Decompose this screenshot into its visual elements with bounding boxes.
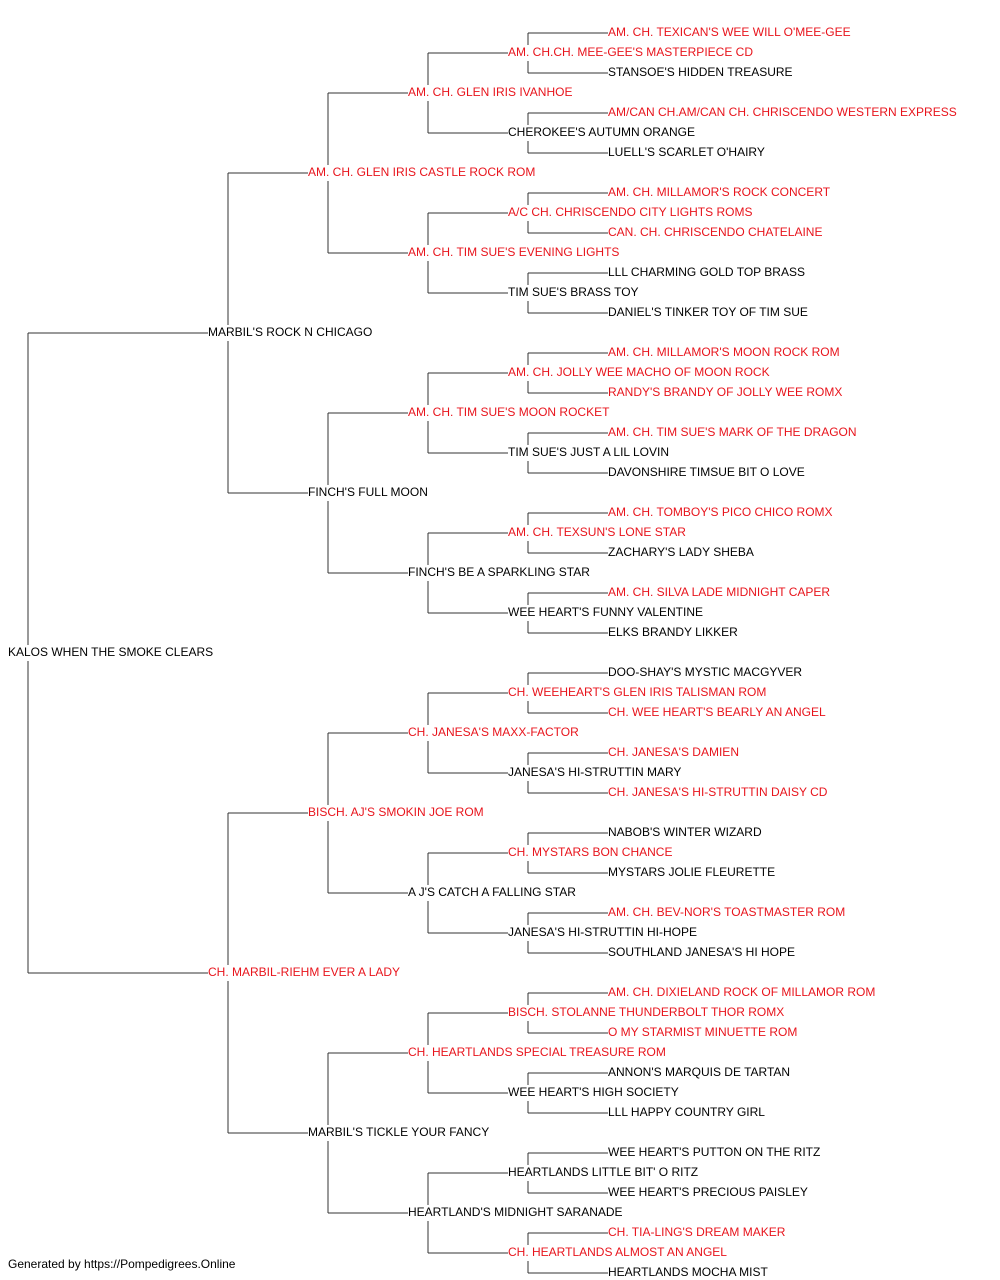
ancestor-name: AM. CH. SILVA LADE MIDNIGHT CAPER: [608, 585, 830, 599]
ancestor-name: WEE HEART'S HIGH SOCIETY: [508, 1085, 679, 1099]
ancestor-name: LLL HAPPY COUNTRY GIRL: [608, 1105, 765, 1119]
ancestor-name: BISCH. AJ'S SMOKIN JOE ROM: [308, 805, 484, 819]
ancestor-name: DANIEL'S TINKER TOY OF TIM SUE: [608, 305, 808, 319]
ancestor-name: JANESA'S HI-STRUTTIN MARY: [508, 765, 681, 779]
ancestor-name: AM. CH. DIXIELAND ROCK OF MILLAMOR ROM: [608, 985, 875, 999]
ancestor-name: CAN. CH. CHRISCENDO CHATELAINE: [608, 225, 822, 239]
ancestor-name: AM. CH. TEXSUN'S LONE STAR: [508, 525, 686, 539]
ancestor-name: MARBIL'S TICKLE YOUR FANCY: [308, 1125, 489, 1139]
ancestor-name: HEARTLANDS LITTLE BIT' O RITZ: [508, 1165, 698, 1179]
ancestor-name: CH. TIA-LING'S DREAM MAKER: [608, 1225, 786, 1239]
ancestor-name: ANNON'S MARQUIS DE TARTAN: [608, 1065, 790, 1079]
ancestor-name: CH. JANESA'S DAMIEN: [608, 745, 739, 759]
ancestor-name: WEE HEART'S PUTTON ON THE RITZ: [608, 1145, 820, 1159]
ancestor-name: AM. CH.CH. MEE-GEE'S MASTERPIECE CD: [508, 45, 753, 59]
ancestor-name: TIM SUE'S JUST A LIL LOVIN: [508, 445, 669, 459]
ancestor-name: DAVONSHIRE TIMSUE BIT O LOVE: [608, 465, 805, 479]
ancestor-name: LUELL'S SCARLET O'HAIRY: [608, 145, 765, 159]
ancestor-name: AM/CAN CH.AM/CAN CH. CHRISCENDO WESTERN …: [608, 105, 957, 119]
ancestor-name: AM. CH. TIM SUE'S EVENING LIGHTS: [408, 245, 619, 259]
ancestor-name: AM. CH. TEXICAN'S WEE WILL O'MEE-GEE: [608, 25, 851, 39]
ancestor-name: A J'S CATCH A FALLING STAR: [408, 885, 576, 899]
ancestor-name: CH. WEEHEART'S GLEN IRIS TALISMAN ROM: [508, 685, 766, 699]
ancestor-name: AM. CH. TIM SUE'S MOON ROCKET: [408, 405, 610, 419]
ancestor-name: AM. CH. TOMBOY'S PICO CHICO ROMX: [608, 505, 833, 519]
ancestor-name: CH. HEARTLANDS SPECIAL TREASURE ROM: [408, 1045, 666, 1059]
ancestor-name: BISCH. STOLANNE THUNDERBOLT THOR ROMX: [508, 1005, 784, 1019]
ancestor-name: SOUTHLAND JANESA'S HI HOPE: [608, 945, 795, 959]
ancestor-name: CH. JANESA'S HI-STRUTTIN DAISY CD: [608, 785, 828, 799]
ancestor-name: MYSTARS JOLIE FLEURETTE: [608, 865, 775, 879]
ancestor-name: AM. CH. TIM SUE'S MARK OF THE DRAGON: [608, 425, 857, 439]
ancestor-name: CH. MARBIL-RIEHM EVER A LADY: [208, 965, 400, 979]
ancestor-name: NABOB'S WINTER WIZARD: [608, 825, 762, 839]
ancestor-name: FINCH'S BE A SPARKLING STAR: [408, 565, 590, 579]
ancestor-name: HEARTLAND'S MIDNIGHT SARANADE: [408, 1205, 623, 1219]
ancestor-name: CH. WEE HEART'S BEARLY AN ANGEL: [608, 705, 826, 719]
generated-by-footer: Generated by https://Pompedigrees.Online: [8, 1257, 236, 1271]
ancestor-name: RANDY'S BRANDY OF JOLLY WEE ROMX: [608, 385, 842, 399]
ancestor-name: A/C CH. CHRISCENDO CITY LIGHTS ROMS: [508, 205, 752, 219]
ancestor-name: TIM SUE'S BRASS TOY: [508, 285, 639, 299]
ancestor-name: HEARTLANDS MOCHA MIST: [608, 1265, 768, 1279]
ancestor-name: DOO-SHAY'S MYSTIC MACGYVER: [608, 665, 802, 679]
ancestor-name: CHEROKEE'S AUTUMN ORANGE: [508, 125, 695, 139]
ancestor-name: JANESA'S HI-STRUTTIN HI-HOPE: [508, 925, 697, 939]
ancestor-name: AM. CH. GLEN IRIS IVANHOE: [408, 85, 572, 99]
ancestor-name: WEE HEART'S PRECIOUS PAISLEY: [608, 1185, 808, 1199]
ancestor-name: ZACHARY'S LADY SHEBA: [608, 545, 754, 559]
ancestor-name: CH. MYSTARS BON CHANCE: [508, 845, 672, 859]
ancestor-name: WEE HEART'S FUNNY VALENTINE: [508, 605, 703, 619]
ancestor-name: STANSOE'S HIDDEN TREASURE: [608, 65, 793, 79]
ancestor-name: FINCH'S FULL MOON: [308, 485, 428, 499]
ancestor-name: O MY STARMIST MINUETTE ROM: [608, 1025, 797, 1039]
subject-name: KALOS WHEN THE SMOKE CLEARS: [8, 645, 213, 659]
ancestor-name: AM. CH. JOLLY WEE MACHO OF MOON ROCK: [508, 365, 770, 379]
ancestor-name: LLL CHARMING GOLD TOP BRASS: [608, 265, 805, 279]
ancestor-name: ELKS BRANDY LIKKER: [608, 625, 738, 639]
ancestor-name: CH. JANESA'S MAXX-FACTOR: [408, 725, 579, 739]
ancestor-name: MARBIL'S ROCK N CHICAGO: [208, 325, 372, 339]
ancestor-name: AM. CH. BEV-NOR'S TOASTMASTER ROM: [608, 905, 845, 919]
ancestor-name: AM. CH. MILLAMOR'S MOON ROCK ROM: [608, 345, 840, 359]
ancestor-name: CH. HEARTLANDS ALMOST AN ANGEL: [508, 1245, 727, 1259]
ancestor-name: AM. CH. MILLAMOR'S ROCK CONCERT: [608, 185, 831, 199]
ancestor-name: AM. CH. GLEN IRIS CASTLE ROCK ROM: [308, 165, 535, 179]
